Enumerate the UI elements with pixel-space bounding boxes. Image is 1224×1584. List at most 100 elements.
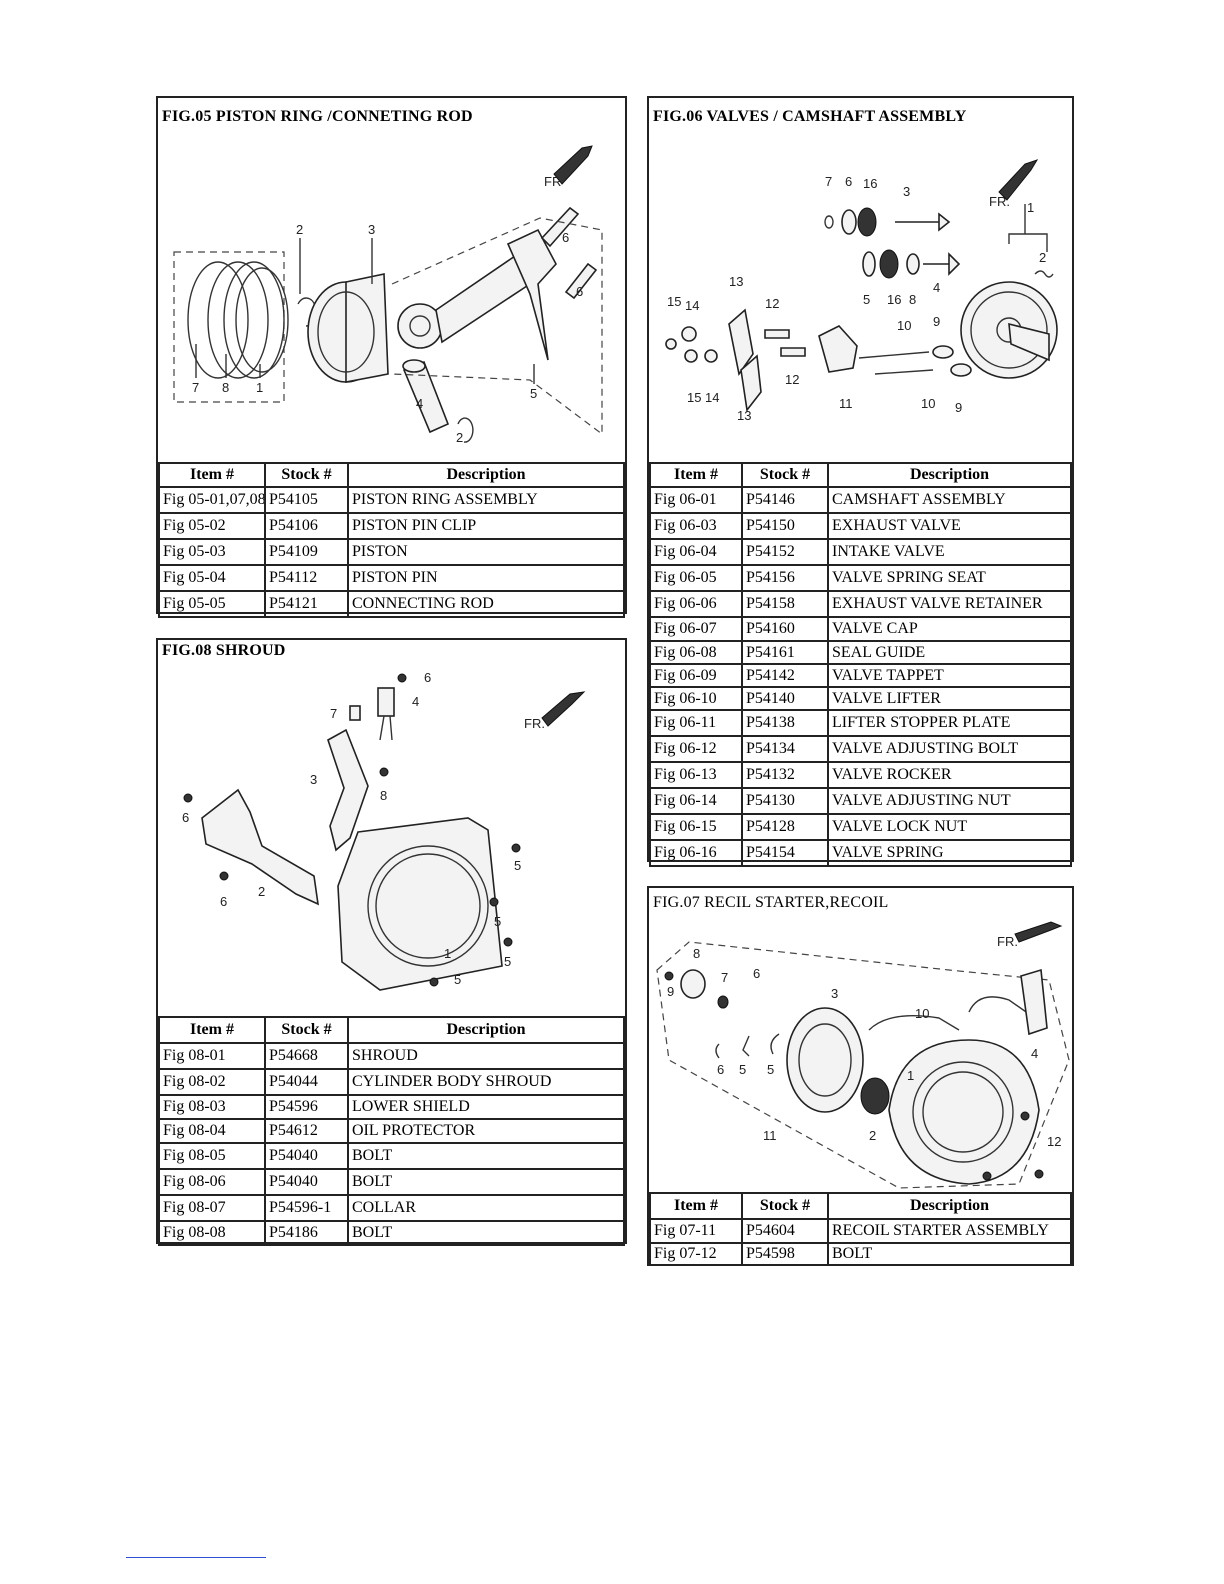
col-item-header: Item # <box>649 462 743 488</box>
svg-text:15: 15 <box>687 390 701 405</box>
svg-text:3: 3 <box>903 184 910 199</box>
svg-text:6: 6 <box>753 966 760 981</box>
svg-text:6: 6 <box>182 810 189 825</box>
fig06-exploded-view: FR. <box>665 159 1058 423</box>
svg-text:1: 1 <box>1027 200 1034 215</box>
col-stock-header: Stock # <box>264 462 349 488</box>
col-item-header: Item # <box>158 462 266 488</box>
shroud <box>337 817 503 991</box>
shroud-bolts <box>183 673 521 987</box>
fig05-parts-table: Item # Stock # Description Fig 05-01,07,… <box>158 462 625 618</box>
fr-arrow: FR. <box>997 921 1063 949</box>
fig08-callouts: 6 4 7 3 8 6 6 2 5 5 1 5 5 <box>182 670 521 987</box>
col-item-header: Item # <box>158 1016 266 1044</box>
svg-text:11: 11 <box>763 1128 777 1143</box>
svg-text:15: 15 <box>667 294 681 309</box>
svg-text:5: 5 <box>454 972 461 987</box>
svg-text:10: 10 <box>897 318 911 333</box>
fig06-callouts: 7 6 16 3 1 2 13 15 14 12 5 16 8 4 10 9 1… <box>667 174 1046 423</box>
svg-text:4: 4 <box>412 694 419 709</box>
valve-springs-top <box>824 207 961 279</box>
svg-text:14: 14 <box>705 390 719 405</box>
svg-text:3: 3 <box>831 986 838 1001</box>
svg-text:6: 6 <box>576 284 583 299</box>
rod-bolts <box>540 206 598 300</box>
fr-label: FR. <box>997 934 1018 949</box>
svg-text:5: 5 <box>863 292 870 307</box>
fig07-panel: FIG.07 RECIL STARTER,RECOIL FR. <box>647 886 1074 1266</box>
fig05-title: FIG.05 PISTON RING /CONNETING ROD <box>162 108 473 125</box>
fig07-exploded-view: FR. <box>656 921 1070 1189</box>
fig07-diagram: FR. <box>649 920 1072 1192</box>
lower-shield <box>327 728 369 852</box>
starter-rope <box>868 1015 960 1031</box>
svg-text:4: 4 <box>1031 1046 1038 1061</box>
svg-text:9: 9 <box>667 984 674 999</box>
fig08-panel: FIG.08 SHROUD FR. <box>156 638 627 1246</box>
piston-rings <box>187 261 289 379</box>
camshaft-spring <box>1034 270 1054 278</box>
fig08-exploded-view: FR. <box>182 670 586 991</box>
camshaft-gear <box>960 281 1058 379</box>
svg-text:14: 14 <box>685 298 699 313</box>
fig06-diagram: FR. <box>649 134 1072 462</box>
svg-text:6: 6 <box>220 894 227 909</box>
svg-text:2: 2 <box>258 884 265 899</box>
svg-text:5: 5 <box>530 386 537 401</box>
starter-rope-2 <box>968 996 1030 1015</box>
spiral-spring <box>860 1077 890 1115</box>
svg-text:5: 5 <box>767 1062 774 1077</box>
svg-text:12: 12 <box>785 372 799 387</box>
col-description-header: Description <box>827 462 1072 488</box>
svg-text:7: 7 <box>825 174 832 189</box>
fig05-panel: FIG.05 PISTON RING /CONNETING ROD FR <box>156 96 627 618</box>
reel <box>786 1007 864 1113</box>
svg-text:16: 16 <box>863 176 877 191</box>
svg-text:6: 6 <box>845 174 852 189</box>
starter-bolts <box>982 1111 1044 1181</box>
col-stock-header: Stock # <box>741 462 829 488</box>
camshaft-bracket <box>1008 204 1048 252</box>
fr-label: FR. <box>524 716 545 731</box>
fig06-title: FIG.06 VALVES / CAMSHAFT ASSEMBLY <box>653 108 967 125</box>
svg-text:5: 5 <box>514 858 521 873</box>
fig07-callouts: 8 9 7 6 3 10 6 5 5 1 4 2 11 12 12 12 <box>667 946 1061 1149</box>
svg-text:7: 7 <box>192 380 199 395</box>
cylinder-body-shroud <box>201 788 319 906</box>
svg-text:2: 2 <box>456 430 463 445</box>
col-description-header: Description <box>347 462 625 488</box>
connecting-rod <box>397 228 557 361</box>
svg-text:2: 2 <box>1039 250 1046 265</box>
piston-pin <box>402 359 450 434</box>
svg-text:1: 1 <box>256 380 263 395</box>
svg-text:9: 9 <box>933 314 940 329</box>
svg-text:3: 3 <box>310 772 317 787</box>
fr-arrow: FR <box>544 145 593 189</box>
svg-text:8: 8 <box>909 292 916 307</box>
recoil-starter <box>888 1039 1040 1185</box>
footnote-separator <box>126 1557 266 1558</box>
rod-group-outline <box>391 217 603 436</box>
svg-text:6: 6 <box>562 230 569 245</box>
col-description-header: Description <box>347 1016 625 1044</box>
svg-text:12: 12 <box>765 296 779 311</box>
fig05-exploded-view: FR <box>173 145 603 445</box>
